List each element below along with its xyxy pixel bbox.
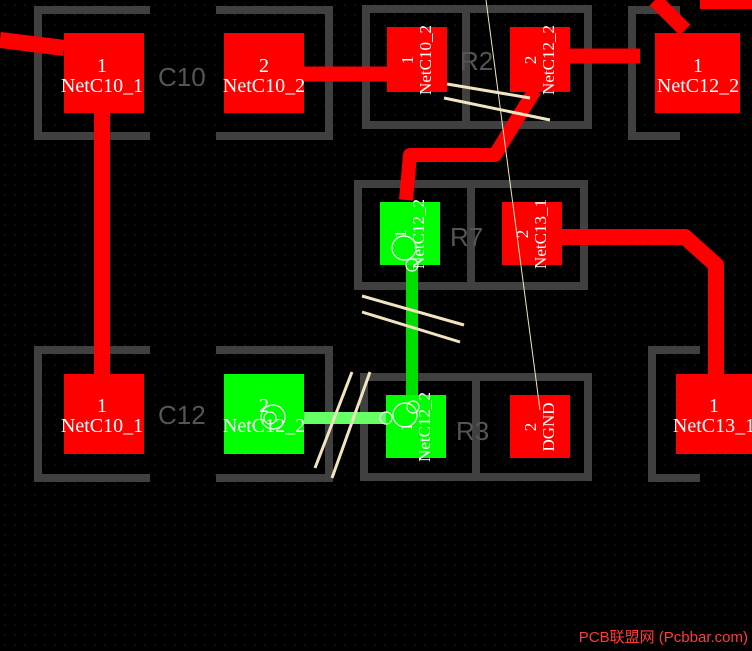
pad-c10-1[interactable]: [64, 33, 144, 113]
designator-r3: R3: [456, 416, 489, 446]
pad-num: 1: [709, 395, 719, 417]
pad-net: NetC12_2: [657, 75, 739, 97]
pad-net: NetC12_2: [223, 415, 305, 437]
designator-r7: R7: [450, 222, 483, 252]
pad-c12-2[interactable]: [224, 374, 304, 454]
pad-c13-1[interactable]: [676, 374, 752, 454]
pad-num: 2: [259, 395, 269, 417]
pad-num: 2: [259, 55, 269, 77]
pad-num: 1: [391, 230, 410, 239]
pad-labels: 1 NetC10_1 2 NetC10_2 1 NetC12_2 1 NetC1…: [61, 55, 752, 437]
pad-num: 1: [693, 55, 703, 77]
pad-r2-1[interactable]: [387, 27, 447, 92]
pad-num: 2: [521, 423, 540, 432]
pad-net: NetC13_1: [673, 415, 752, 437]
designator-c10: C10: [158, 62, 206, 92]
pad-num: 1: [97, 55, 107, 77]
highlight-lines: [313, 82, 551, 479]
designator-r2: R2: [460, 46, 493, 76]
pad-num: 1: [397, 423, 416, 432]
pad-c12r-1[interactable]: [655, 33, 740, 113]
ratsnest-line: [485, 0, 541, 411]
pad-num: 1: [97, 395, 107, 417]
pad-net: NetC12_2: [409, 199, 428, 269]
red-pads: [64, 27, 752, 458]
pad-r2-2[interactable]: [510, 27, 570, 92]
pad-r7-1[interactable]: [380, 202, 440, 265]
pad-net: DGND: [539, 402, 558, 451]
pad-r3-1[interactable]: [386, 395, 446, 458]
pad-labels-vertical: 1 NetC10_2 2 NetC12_2 1 NetC12_2 2 NetC1…: [391, 25, 558, 462]
pad-net: NetC10_2: [223, 75, 305, 97]
pad-c12-1[interactable]: [64, 374, 144, 454]
watermark: PCB联盟网 (Pcbbar.com): [578, 629, 748, 646]
pad-net: NetC10_1: [61, 75, 143, 97]
pad-r7-2[interactable]: [502, 202, 562, 265]
pad-net: NetC12_2: [415, 392, 434, 462]
pad-net: NetC13_1: [531, 199, 550, 269]
pad-num: 2: [521, 56, 540, 65]
pad-net: NetC10_1: [61, 415, 143, 437]
pad-c10-2[interactable]: [224, 33, 304, 113]
pad-r3-2[interactable]: [510, 395, 570, 458]
red-tracks: [0, 0, 752, 380]
designator-c12: C12: [158, 400, 206, 430]
pad-num: 1: [398, 56, 417, 65]
pad-num: 2: [513, 230, 532, 239]
pad-net: NetC12_2: [539, 25, 558, 95]
green-pads: [224, 202, 446, 458]
pad-net: NetC10_2: [416, 25, 435, 95]
designator-labels: C10 R2 R7 C12 R3: [158, 46, 493, 446]
connection-nodes: [260, 235, 420, 430]
